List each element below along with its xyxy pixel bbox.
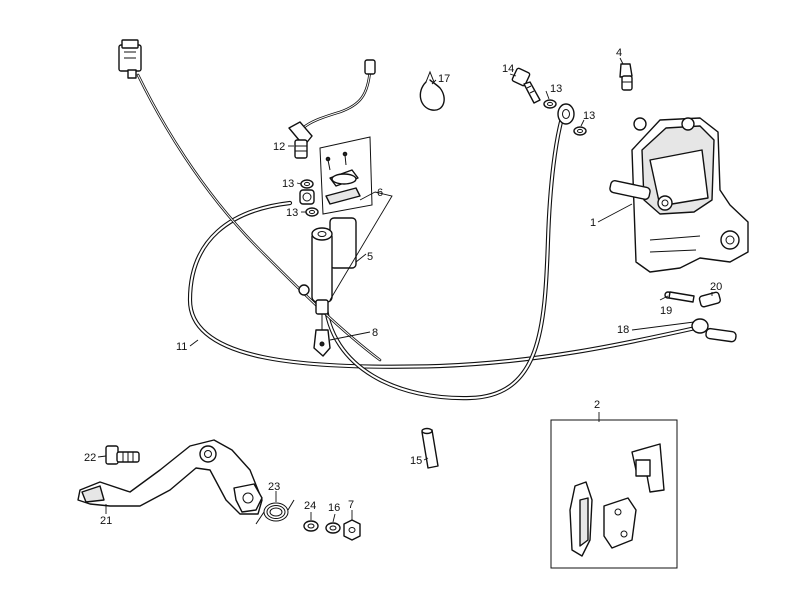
brake-hose-11 (187, 200, 703, 369)
part-8-clevis (313, 329, 331, 357)
callout-4: 4 (616, 47, 622, 59)
part-16-washer (325, 522, 341, 534)
washer-13-left-lower (305, 207, 319, 217)
callout-12: 12 (273, 141, 285, 153)
part-19-pin (664, 291, 695, 303)
callout-2: 2 (594, 399, 600, 411)
callout-19: 19 (660, 305, 672, 317)
callout-23: 23 (268, 481, 280, 493)
callout-1: 1 (590, 217, 596, 229)
part-20-sleeve (698, 291, 721, 308)
callout-15: 15 (410, 455, 422, 467)
callout-11: 11 (176, 341, 187, 353)
callout-24: 24 (304, 500, 316, 512)
part-7-nut (343, 519, 361, 541)
sensor-cable (136, 73, 382, 362)
callout-7: 7 (348, 499, 354, 511)
callout-22: 22 (84, 452, 96, 464)
part-2-brake-pads-kit (550, 419, 678, 569)
callout-13-b: 13 (286, 207, 298, 219)
callout-6: 6 (377, 187, 383, 199)
part-4-bleed-screw (619, 63, 633, 91)
callout-13-c: 13 (550, 83, 562, 95)
leader-lines (97, 57, 713, 523)
part-17-hose-clip (419, 70, 445, 111)
part-15-pin (421, 427, 439, 469)
washer-13-right-lower (573, 126, 587, 136)
callout-labels: 1 2 4 5 6 7 8 11 12 13 13 13 13 14 15 16… (84, 47, 722, 527)
washer-13-left-upper (300, 179, 314, 189)
brake-hose-main (322, 115, 565, 401)
banjo-bolt-left (299, 189, 315, 205)
callout-13-d: 13 (583, 110, 595, 122)
callout-14: 14 (502, 63, 514, 75)
part-6-reservoir-cap-box (319, 136, 373, 215)
banjo-fitting-right (557, 103, 575, 125)
part-5-master-cylinder (298, 217, 357, 330)
callout-20: 20 (710, 281, 722, 293)
callout-18: 18 (617, 324, 629, 336)
part-22-pivot-bolt (105, 445, 140, 465)
part-23-return-spring (255, 499, 295, 525)
part-14-banjo-bolt (511, 67, 541, 104)
part-24-washer (303, 520, 319, 532)
callout-13-a: 13 (282, 178, 294, 190)
part-21-brake-pedal (77, 439, 263, 515)
callout-21: 21 (100, 515, 112, 527)
callout-5: 5 (367, 251, 373, 263)
washer-13-right-upper (543, 99, 557, 109)
sensor-connector (118, 39, 142, 79)
part-1-brake-caliper (609, 117, 749, 273)
callout-17: 17 (438, 73, 450, 85)
part-18-hose-end (691, 318, 737, 343)
part-12-brake-switch (288, 59, 376, 159)
callout-16: 16 (328, 502, 340, 514)
callout-8: 8 (372, 327, 378, 339)
